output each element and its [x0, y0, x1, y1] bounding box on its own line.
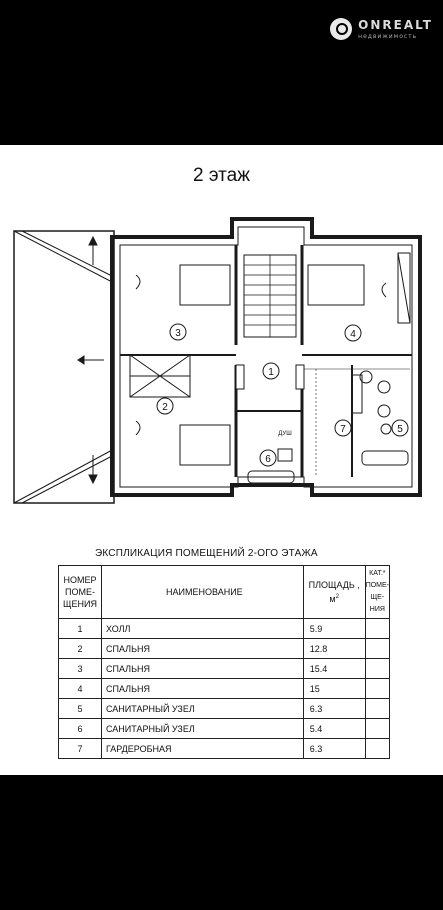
- row-category: [364, 658, 391, 679]
- row-number: 7: [58, 738, 102, 759]
- bathtub-5: [361, 450, 409, 466]
- row-area: 15: [302, 678, 366, 699]
- table-row: 4 СПАЛЬНЯ 15: [58, 678, 391, 699]
- row-category: [364, 638, 391, 659]
- brand-subtitle: недвижимость: [358, 32, 418, 40]
- terrace: [13, 230, 115, 504]
- floor-plan-document: 2 этаж: [0, 145, 443, 775]
- row-area: 5.9: [302, 618, 366, 639]
- row-area: 12.8: [302, 638, 366, 659]
- bed-room-4: [307, 264, 365, 306]
- row-number: 3: [58, 658, 102, 679]
- row-category: [364, 618, 391, 639]
- room-marker-6: 6: [265, 454, 271, 465]
- row-name: СПАЛЬНЯ: [101, 658, 304, 679]
- bathtub-6: [247, 470, 295, 484]
- row-number: 6: [58, 718, 102, 739]
- room-marker-7: 7: [340, 424, 346, 435]
- row-name: САНИТАРНЫЙ УЗЕЛ: [101, 718, 304, 739]
- room-marker-1: 1: [268, 367, 274, 378]
- floor-plan-drawing: 1 2 3 4 5 6 7 ДУШ: [13, 217, 422, 504]
- row-name: ХОЛЛ: [101, 618, 304, 639]
- rooms-table: НОМЕР ПОМЕ- ЩЕНИЯ НАИМЕНОВАНИЕ ПЛОЩАДЬ ,…: [58, 565, 391, 759]
- bed-room-2: [179, 424, 231, 466]
- brand-logo: ONREALT недвижимость: [330, 18, 433, 40]
- table-row: 2 СПАЛЬНЯ 12.8: [58, 638, 391, 659]
- row-category: [364, 678, 391, 699]
- location-pin-icon: [330, 18, 353, 40]
- row-category: [364, 738, 391, 759]
- row-number: 2: [58, 638, 102, 659]
- header-area: ПЛОЩАДЬ , м2: [302, 565, 366, 619]
- table-title: ЭКСПЛИКАЦИЯ ПОМЕЩЕНИЙ 2-ОГО ЭТАЖА: [95, 548, 318, 559]
- room-marker-3: 3: [175, 328, 181, 339]
- row-area: 6.3: [302, 698, 366, 719]
- row-name: СПАЛЬНЯ: [101, 678, 304, 699]
- row-area: 15.4: [302, 658, 366, 679]
- header-number: НОМЕР ПОМЕ- ЩЕНИЯ: [58, 565, 102, 619]
- table-row: 1 ХОЛЛ 5.9: [58, 618, 391, 639]
- row-area: 6.3: [302, 738, 366, 759]
- room-marker-2: 2: [162, 402, 168, 413]
- row-number: 5: [58, 698, 102, 719]
- room-marker-4: 4: [350, 329, 356, 340]
- table-row: 3 СПАЛЬНЯ 15.4: [58, 658, 391, 679]
- header-category: КАТ.* ПОМЕ- ЩЕ- НИЯ: [364, 565, 391, 619]
- row-number: 4: [58, 678, 102, 699]
- table-header-row: НОМЕР ПОМЕ- ЩЕНИЯ НАИМЕНОВАНИЕ ПЛОЩАДЬ ,…: [58, 565, 391, 619]
- table-row: 6 САНИТАРНЫЙ УЗЕЛ 5.4: [58, 718, 391, 739]
- room-marker-5: 5: [397, 424, 403, 435]
- shower-label: ДУШ: [278, 431, 291, 437]
- row-name: ГАРДЕРОБНАЯ: [101, 738, 304, 759]
- outer-wall: [110, 217, 422, 497]
- row-number: 1: [58, 618, 102, 639]
- header-name: НАИМЕНОВАНИЕ: [101, 565, 304, 619]
- bed-room-3: [179, 264, 231, 306]
- row-name: САНИТАРНЫЙ УЗЕЛ: [101, 698, 304, 719]
- row-category: [364, 718, 391, 739]
- row-name: СПАЛЬНЯ: [101, 638, 304, 659]
- row-category: [364, 698, 391, 719]
- table-row: 5 САНИТАРНЫЙ УЗЕЛ 6.3: [58, 698, 391, 719]
- brand-name: ONREALT: [358, 17, 433, 32]
- row-area: 5.4: [302, 718, 366, 739]
- floor-title: 2 этаж: [193, 165, 250, 186]
- table-row: 7 ГАРДЕРОБНАЯ 6.3: [58, 738, 391, 759]
